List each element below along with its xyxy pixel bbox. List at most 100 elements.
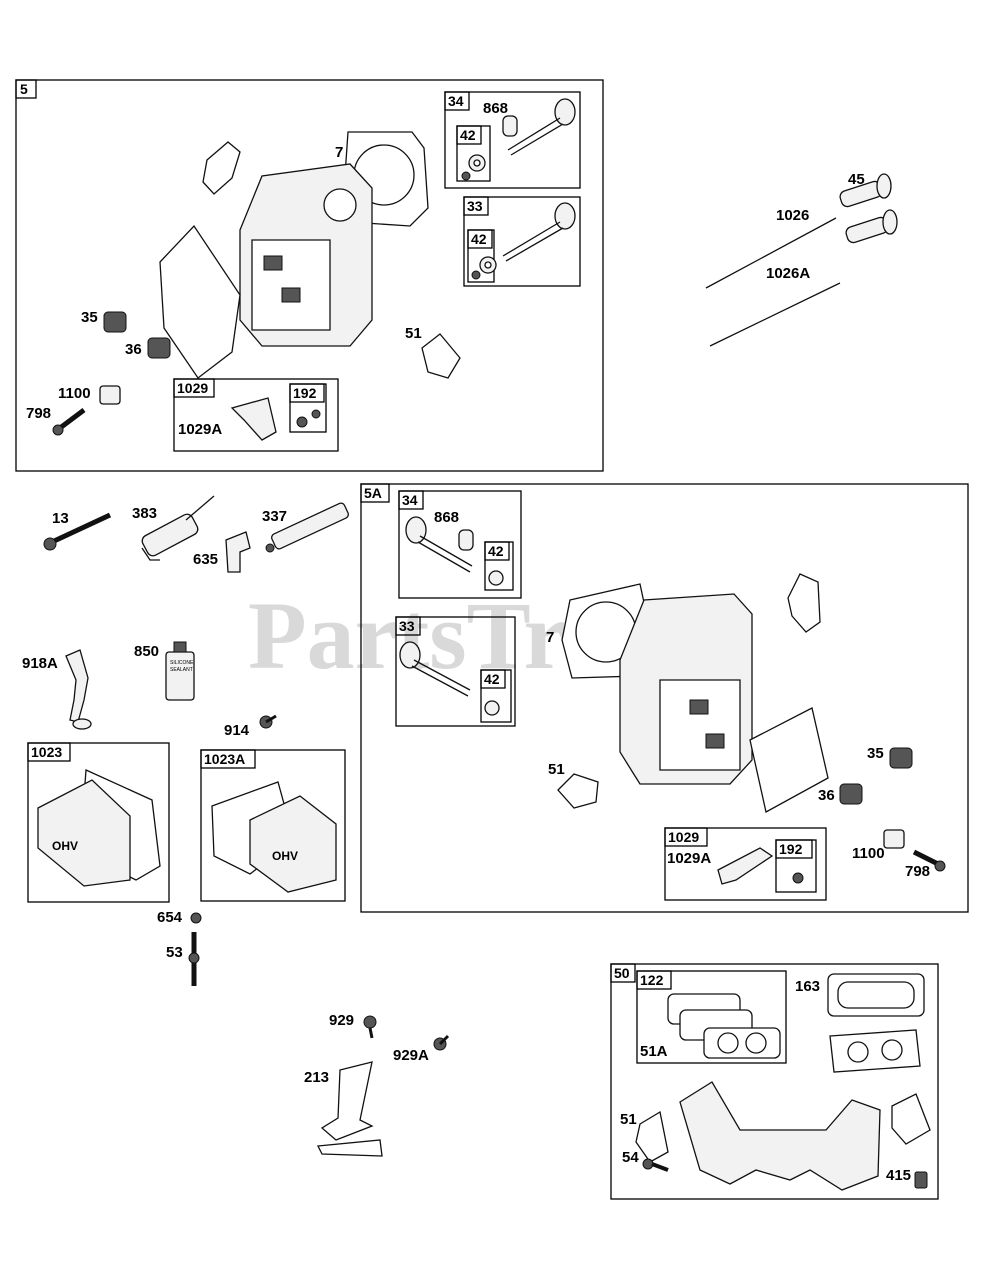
intake-gasket-b-icon (557, 773, 599, 809)
part-7-label: 7 (335, 144, 343, 161)
part-36b-label: 36 (818, 787, 835, 804)
group-1029b-tag-box (664, 827, 708, 847)
valve-spring-d-icon (839, 783, 863, 805)
group-42b-tag: 42 (471, 231, 487, 247)
group-1023-tag: 1023 (31, 744, 62, 760)
bracket-bolt-icon (363, 1015, 377, 1039)
heat-shield-icon (827, 973, 925, 1017)
group-42-tag: 42 (460, 127, 476, 143)
group-33b-frame (395, 616, 516, 727)
manifold-bolt-icon (642, 1158, 669, 1172)
valve-spring-icon (103, 311, 127, 333)
exhaust-gasket-b-icon (787, 573, 821, 633)
rocker-guide-b-icon (883, 829, 905, 849)
group-192b-tag: 192 (779, 841, 803, 857)
valve-seal-icon (461, 154, 486, 181)
valve-guide-icon (502, 115, 518, 137)
group-192-tag-box (289, 383, 325, 403)
part-1100-label: 1100 (58, 385, 91, 402)
group-42c-tag: 42 (488, 543, 504, 559)
group-33-tag: 33 (467, 198, 483, 214)
group-1023-frame (27, 742, 170, 903)
part-51c-label: 51 (620, 1111, 637, 1128)
cover-logo: OHV (52, 839, 78, 853)
part-914-label: 914 (224, 722, 250, 739)
group-42d-tag: 42 (484, 671, 500, 687)
breather-icon (141, 495, 215, 561)
intake-valve-icon (502, 202, 576, 262)
group-5-tag-box (15, 79, 37, 99)
part-383-label: 383 (132, 505, 157, 522)
part-1029A-label: 1029A (178, 421, 222, 438)
part-868b-label: 868 (434, 509, 459, 526)
cover-gasket-d-icon (749, 707, 829, 813)
cylinder-head-icon (239, 163, 373, 347)
part-868-label: 868 (483, 100, 508, 117)
breather-tube-icon (65, 649, 89, 723)
tappet-icon (839, 173, 892, 208)
rocker-arm-icon (230, 397, 277, 441)
intake-gasket-icon (421, 333, 461, 379)
tube-text-2: SEALANT (170, 667, 193, 673)
part-13-label: 13 (52, 510, 69, 527)
part-1029Ab-label: 1029A (667, 850, 711, 867)
group-50-tag: 50 (614, 965, 630, 981)
part-163-label: 163 (795, 978, 820, 995)
exhaust-manifold-icon (679, 1081, 881, 1191)
nut-b-icon (190, 912, 202, 924)
stud-icon (188, 932, 200, 986)
group-1029b-tag: 1029 (668, 829, 699, 845)
valve-seal-b-icon (471, 256, 497, 280)
part-1026-label: 1026 (776, 207, 809, 224)
cover-screw-icon (259, 714, 277, 729)
tappet-b-icon (845, 209, 898, 244)
bracket-icon (316, 1061, 383, 1157)
group-34b-tag-box (398, 490, 424, 510)
valve-seal-d-icon (484, 700, 500, 716)
group-5A-frame (360, 483, 969, 913)
group-34-tag-box (444, 91, 470, 111)
group-5-tag: 5 (20, 81, 28, 97)
group-1029-frame (173, 378, 339, 452)
tube-text-1: SILICONE (170, 660, 194, 666)
tube-grommet-icon (72, 718, 92, 730)
part-35b-label: 35 (867, 745, 884, 762)
part-36-label: 36 (125, 341, 142, 358)
group-34-frame (444, 91, 581, 189)
sealant-tube-icon: SILICONE SEALANT (165, 641, 195, 701)
rocker-arm-b-icon (717, 847, 774, 885)
pushrod-icon (705, 217, 837, 289)
valve-spring-c-icon (889, 747, 913, 769)
exhaust-gasket-c-icon (635, 1110, 669, 1163)
part-51b-label: 51 (548, 761, 565, 778)
cylinder-head-b-icon (619, 593, 753, 785)
group-1023-tag-box (27, 742, 71, 762)
group-1023A-frame (200, 749, 346, 902)
part-918A-label: 918A (22, 655, 58, 672)
part-45-label: 45 (848, 171, 865, 188)
part-635-label: 635 (193, 551, 218, 568)
exhaust-valve-icon (507, 98, 576, 156)
group-122-frame (636, 970, 787, 1064)
group-192-tag: 192 (293, 385, 317, 401)
group-34-tag: 34 (448, 93, 464, 109)
manifold-gasket-b-icon (829, 1029, 921, 1073)
group-42b-tag-box (467, 229, 493, 249)
part-337-label: 337 (262, 508, 287, 525)
part-1026A-label: 1026A (766, 265, 810, 282)
part-53-label: 53 (166, 944, 183, 961)
group-50-tag-box (610, 963, 636, 983)
intake-valve-b-icon (399, 641, 471, 697)
group-33b-tag: 33 (399, 618, 415, 634)
part-35-label: 35 (81, 309, 98, 326)
cover-logo-b: OHV (272, 849, 298, 863)
manifold-gaskets-icon (667, 993, 781, 1059)
nut-c-icon (792, 872, 804, 884)
group-34b-frame (398, 490, 522, 599)
nut-icon (296, 416, 308, 428)
group-33-frame (463, 196, 581, 287)
spark-plug-icon (265, 502, 349, 553)
group-33b-tag-box (395, 616, 421, 636)
cover-gasket-icon (159, 224, 241, 379)
